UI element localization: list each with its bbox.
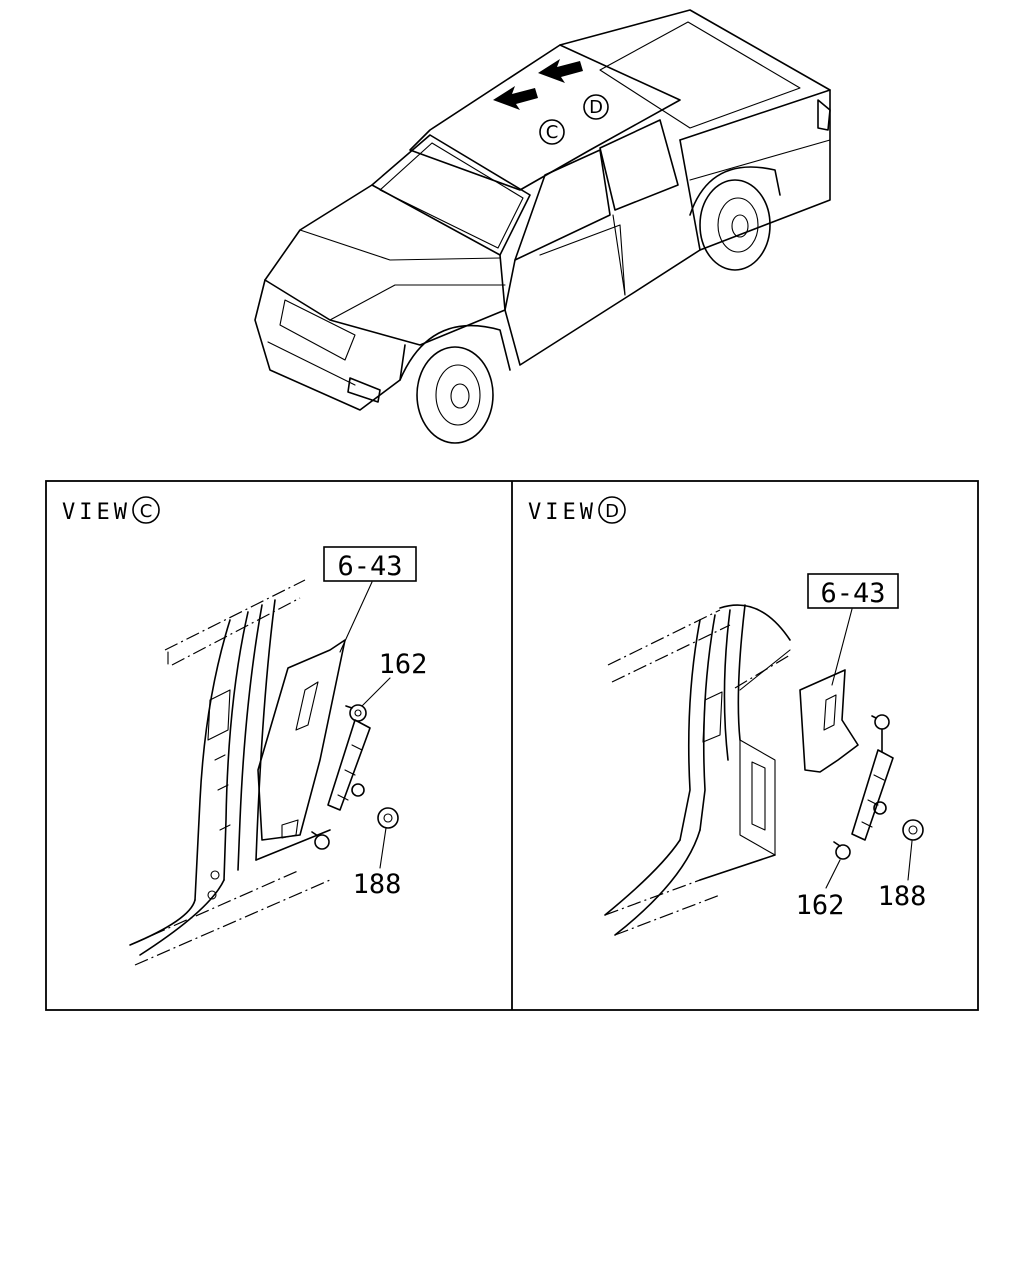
callout-d: D bbox=[583, 94, 609, 120]
view-c-ref-box bbox=[323, 546, 417, 582]
view-d-panel: VIEW D bbox=[528, 496, 927, 936]
view-c-part-188: 188 bbox=[353, 869, 402, 900]
view-c-body-structure bbox=[129, 579, 331, 966]
view-c-panel: VIEW C bbox=[62, 496, 428, 966]
view-d-part-188: 188 bbox=[878, 881, 927, 912]
view-c-label: VIEW bbox=[62, 500, 131, 525]
view-c-grommet-188 bbox=[377, 807, 399, 829]
callout-c-letter: C bbox=[546, 122, 559, 143]
view-d-ref-text: 6-43 bbox=[820, 578, 885, 609]
callout-c: C bbox=[539, 119, 565, 145]
view-d-ref-box bbox=[807, 573, 899, 609]
view-d-circle bbox=[598, 496, 626, 524]
view-c-trim-panel bbox=[257, 639, 346, 841]
view-d-part-162: 162 bbox=[796, 890, 845, 921]
view-c-belt-adjuster bbox=[311, 704, 371, 850]
view-d-body-structure bbox=[604, 604, 791, 936]
view-d-grommet-188 bbox=[902, 819, 924, 841]
callout-d-letter: D bbox=[589, 97, 603, 118]
arrow-d-icon bbox=[538, 59, 583, 83]
view-d-trim-panel bbox=[799, 669, 859, 773]
view-d-belt-adjuster bbox=[833, 714, 894, 860]
view-d-label: VIEW bbox=[528, 500, 597, 525]
view-d-letter: D bbox=[605, 501, 619, 522]
arrow-c-icon bbox=[493, 86, 538, 110]
view-c-letter: C bbox=[140, 501, 153, 522]
view-c-ref-text: 6-43 bbox=[337, 551, 402, 582]
truck-illustration bbox=[254, 9, 831, 444]
view-c-circle bbox=[132, 496, 160, 524]
view-c-part-162: 162 bbox=[379, 649, 428, 680]
